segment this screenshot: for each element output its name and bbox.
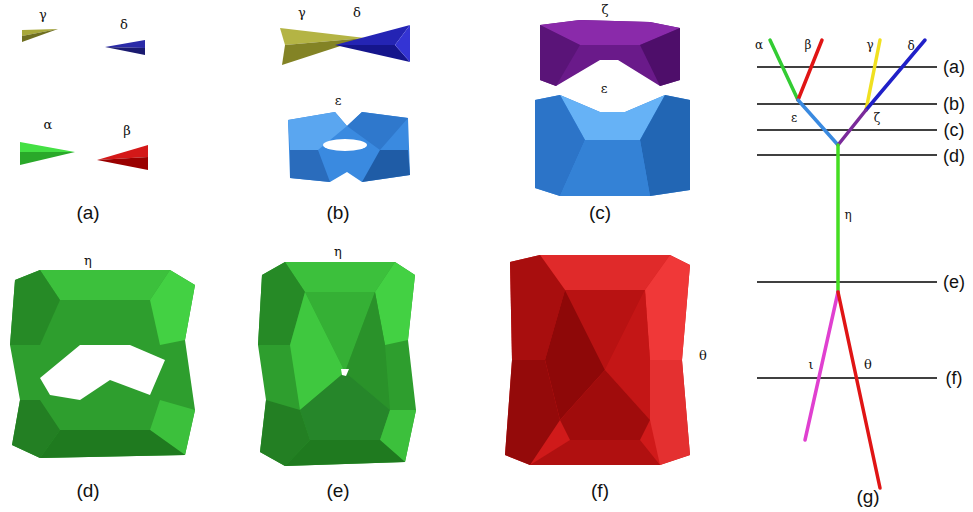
theta-solid xyxy=(560,370,650,440)
epsilon-solid xyxy=(535,95,690,196)
delta-wedge xyxy=(395,25,410,62)
zeta-solid xyxy=(640,28,680,86)
gamma-wedge xyxy=(22,29,58,42)
alpha-wedge xyxy=(20,142,75,152)
epsilon-solid xyxy=(290,150,330,182)
level-line xyxy=(757,103,937,105)
level-line xyxy=(757,129,937,131)
delta-wedge xyxy=(105,40,145,48)
region-label: γ xyxy=(298,6,306,19)
region-label: δ xyxy=(120,18,128,31)
epsilon-solid xyxy=(288,112,410,182)
eta-solid xyxy=(341,369,349,376)
alpha-wedge xyxy=(20,142,75,165)
region-label: γ xyxy=(866,39,873,51)
gamma-wedge xyxy=(22,29,58,42)
epsilon-solid xyxy=(640,95,690,196)
alpha-wedge xyxy=(20,152,75,165)
epsilon-solid xyxy=(535,95,690,196)
zeta-solid xyxy=(540,20,680,86)
eta-solid xyxy=(10,270,60,345)
region-label: η xyxy=(84,254,92,267)
zeta-solid xyxy=(540,25,580,86)
theta-solid xyxy=(645,255,690,360)
region-label: β xyxy=(805,39,812,51)
region-label: ζ xyxy=(601,3,608,16)
region-label: α xyxy=(755,39,763,51)
eta-solid xyxy=(40,345,165,400)
panel-label: (g) xyxy=(856,487,879,506)
level-line xyxy=(757,377,937,379)
theta-solid xyxy=(505,255,690,465)
panel-label: (e) xyxy=(326,481,349,500)
eta-solid xyxy=(258,262,416,466)
panel-label: (c) xyxy=(944,121,965,139)
tree-branch xyxy=(805,292,838,440)
panel-label: (e) xyxy=(943,273,965,291)
eta-solid xyxy=(10,270,195,458)
eta-solid xyxy=(40,270,170,300)
eta-solid xyxy=(258,262,416,466)
region-label: ζ xyxy=(874,112,881,124)
region-label: γ xyxy=(39,8,47,21)
zeta-solid xyxy=(540,20,680,86)
theta-solid xyxy=(530,440,660,465)
epsilon-solid xyxy=(560,140,650,196)
theta-solid xyxy=(650,360,690,465)
tree-branch xyxy=(798,40,822,100)
eta-solid xyxy=(10,270,195,458)
eta-solid xyxy=(300,372,390,440)
delta-wedge xyxy=(335,25,410,62)
tree-branch xyxy=(838,292,880,488)
region-label: η xyxy=(844,209,851,221)
epsilon-solid xyxy=(288,112,410,182)
panel-label: (d) xyxy=(76,481,99,500)
epsilon-solid xyxy=(362,150,410,182)
epsilon-solid xyxy=(323,139,367,151)
panel-label: (b) xyxy=(943,95,965,113)
tree-branch xyxy=(770,40,925,488)
region-label: ε xyxy=(335,94,342,107)
panel-label: (f) xyxy=(946,369,963,387)
level-line xyxy=(757,281,937,283)
beta-wedge xyxy=(97,157,148,170)
tree-branch xyxy=(836,145,840,292)
tree-branch xyxy=(838,110,866,145)
region-label: ι xyxy=(808,358,813,371)
region-label: β xyxy=(123,124,131,137)
eta-solid xyxy=(40,430,185,458)
region-label: θ xyxy=(699,349,707,362)
panel-label: (d) xyxy=(943,147,965,165)
level-line xyxy=(757,154,937,156)
panel-label: (a) xyxy=(943,58,965,76)
panel-label: (f) xyxy=(591,481,609,500)
theta-solid xyxy=(505,255,690,465)
region-label: δ xyxy=(353,6,361,19)
region-label: δ xyxy=(907,40,914,52)
panel-label: (b) xyxy=(326,203,349,222)
delta-wedge xyxy=(105,40,145,55)
region-label: ε xyxy=(791,112,797,124)
tree-branch xyxy=(866,40,925,110)
panel-label: (a) xyxy=(76,203,99,222)
beta-wedge xyxy=(97,145,148,170)
panel-label: (c) xyxy=(589,203,611,222)
theta-solid xyxy=(505,360,560,465)
eta-solid xyxy=(285,440,405,466)
tree-branch xyxy=(798,100,838,145)
eta-solid xyxy=(150,270,195,345)
region-label: α xyxy=(44,118,53,131)
tree-branch xyxy=(770,40,798,100)
region-label: η xyxy=(334,245,342,258)
region-label: ε xyxy=(601,82,608,95)
delta-wedge xyxy=(105,47,145,55)
region-label: θ xyxy=(864,358,872,371)
